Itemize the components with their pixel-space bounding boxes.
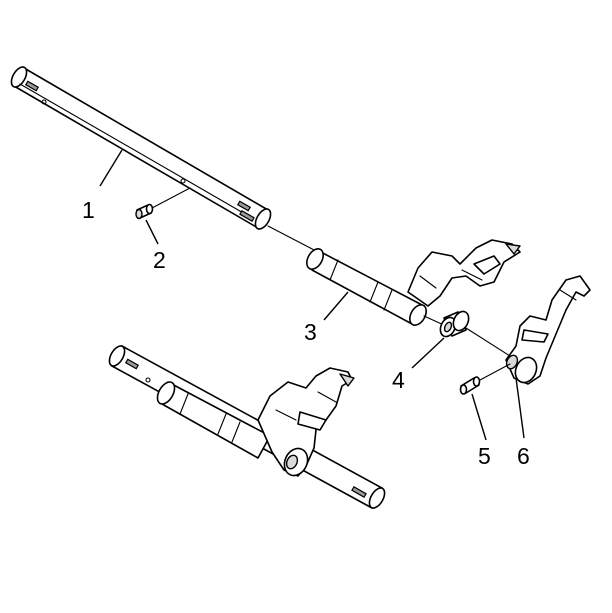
callout-1: 1 bbox=[82, 197, 95, 223]
assembled-shift-rail bbox=[108, 345, 386, 509]
callout-4: 4 bbox=[392, 367, 405, 393]
leader-5 bbox=[471, 393, 487, 441]
spacer-bushing bbox=[439, 310, 470, 338]
callout-6: 6 bbox=[517, 443, 530, 469]
shift-fork-small bbox=[505, 275, 591, 385]
leader-4 bbox=[411, 337, 445, 369]
leader-1 bbox=[99, 149, 123, 187]
leader-3 bbox=[323, 291, 349, 321]
callout-2: 2 bbox=[153, 247, 166, 273]
roll-pin-upper bbox=[135, 203, 154, 220]
callout-3: 3 bbox=[304, 319, 317, 345]
shift-fork-hub bbox=[306, 239, 521, 326]
leader-6 bbox=[515, 377, 525, 439]
callout-5: 5 bbox=[478, 443, 491, 469]
roll-pin-lower bbox=[459, 376, 481, 395]
leader-2 bbox=[145, 219, 159, 245]
shift-rail bbox=[10, 66, 272, 230]
